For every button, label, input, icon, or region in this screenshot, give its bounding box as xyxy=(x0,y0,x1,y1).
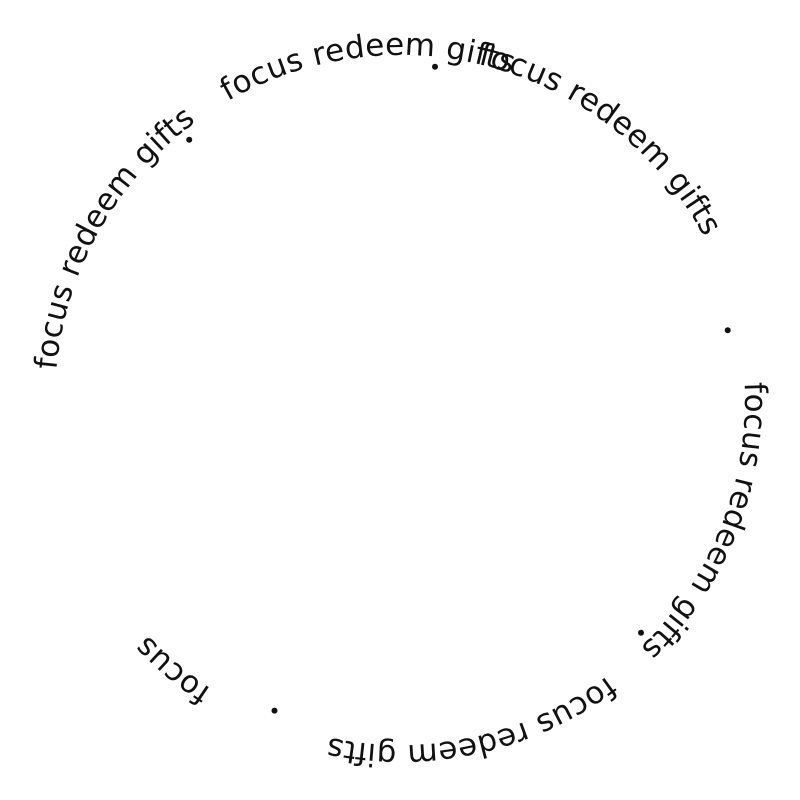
ring-text-segment: focus redeem gifts xyxy=(28,99,201,371)
ring-text-segment: focus redeem gifts xyxy=(323,669,623,773)
separator-dot-icon xyxy=(638,629,644,636)
separator-dot-icon xyxy=(724,327,731,334)
ring-text-segment: focus xyxy=(127,629,216,712)
ring-text-segment: focus redeem gifts xyxy=(634,382,773,668)
separator-dot-icon xyxy=(432,63,438,70)
ring-text-segment: focus redeem gifts xyxy=(214,27,520,108)
separator-dot-icon xyxy=(271,707,278,714)
ring-text-segment: focus redeem gifts xyxy=(476,37,729,242)
separator-dot-icon xyxy=(186,136,193,143)
